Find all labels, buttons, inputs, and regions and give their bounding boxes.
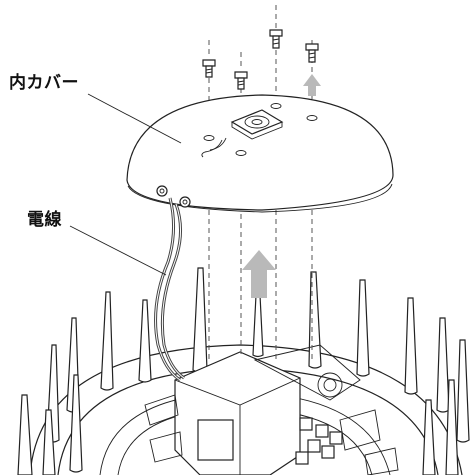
up-arrow-icon (303, 74, 321, 96)
base-posts (17, 267, 470, 475)
screw-icon (305, 43, 319, 63)
screw-icon (269, 29, 283, 49)
screw-icon (202, 59, 216, 78)
inner-cover (126, 94, 394, 213)
inner-cover-leader-line (87, 93, 182, 144)
wire-label: 電線 (27, 210, 62, 230)
up-arrow-icon (242, 250, 276, 298)
inner-mechanism (144, 344, 399, 475)
alignment-lines (208, 5, 313, 360)
wire (154, 197, 185, 382)
wire-leader-line (69, 225, 167, 276)
inner-cover-label: 内カバー (9, 73, 79, 93)
screw-icon (234, 71, 248, 90)
